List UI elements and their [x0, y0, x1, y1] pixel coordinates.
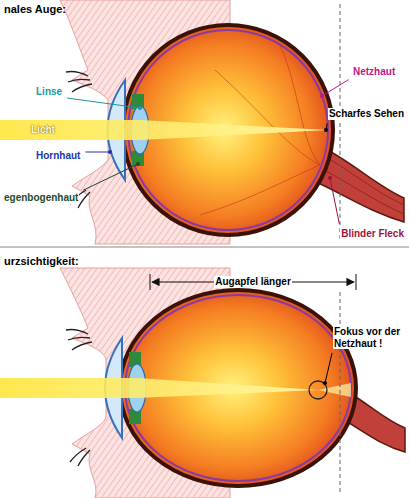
light-beam: [0, 120, 328, 140]
leader-dot: [323, 381, 327, 385]
leader-line: [67, 98, 140, 108]
leader-dot: [324, 128, 328, 132]
part-label: Scharfes Sehen: [328, 108, 405, 120]
light-beam: [0, 378, 318, 398]
leader-dot: [328, 176, 332, 180]
leader-line: [83, 164, 138, 190]
normal-eye: [0, 0, 404, 244]
nerve-fibres: [320, 155, 404, 214]
part-label: Blinder Fleck: [340, 228, 405, 240]
leader-dot: [108, 150, 112, 154]
dimension-label: Augapfel länger: [214, 276, 292, 288]
part-label: Hornhaut: [35, 150, 81, 162]
reference-line: [340, 4, 341, 242]
reference-line: [340, 292, 341, 495]
part-label: Netzhaut: [352, 66, 396, 78]
leader-line: [330, 178, 339, 224]
part-label: egenbogenhaut: [3, 192, 79, 204]
leader-dot: [136, 162, 140, 166]
part-label: Linse: [35, 86, 63, 98]
length-tick: [356, 274, 357, 290]
myopic-eye: [0, 268, 405, 498]
callout-note: Fokus vor der Netzhaut !: [333, 326, 405, 349]
leader-line: [85, 152, 110, 153]
panel-divider: [0, 247, 409, 248]
beam-label: Licht: [30, 124, 56, 136]
leader-line: [322, 80, 349, 96]
panel-heading: urzsichtigkeit:: [3, 255, 80, 268]
length-tick: [150, 274, 151, 290]
leader-line: [325, 353, 332, 383]
panel-heading: nales Auge:: [3, 3, 67, 16]
leader-dot: [320, 94, 324, 98]
leader-dot: [138, 106, 142, 110]
light-beam: [318, 383, 351, 397]
focus-circle: [309, 381, 327, 399]
